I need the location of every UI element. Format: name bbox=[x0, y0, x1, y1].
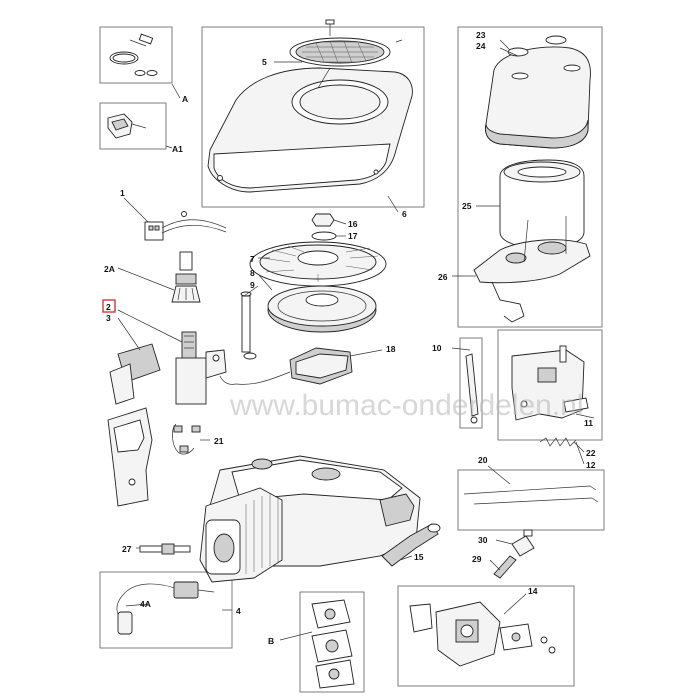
frame-20 bbox=[457, 469, 605, 531]
label-9[interactable]: 9 bbox=[250, 280, 255, 290]
part-21-wiring[interactable] bbox=[172, 423, 201, 455]
part-25-air-filter-element[interactable] bbox=[499, 159, 585, 249]
label-30[interactable]: 30 bbox=[478, 535, 488, 545]
label-2[interactable]: 2 bbox=[106, 302, 111, 312]
label-26[interactable]: 26 bbox=[438, 272, 448, 282]
part-22-spring[interactable] bbox=[539, 437, 577, 447]
part-6-blower-housing[interactable] bbox=[207, 67, 413, 193]
label-27[interactable]: 27 bbox=[122, 544, 132, 554]
part-7-fan[interactable] bbox=[249, 241, 387, 287]
label-17[interactable]: 17 bbox=[348, 231, 358, 241]
part-16-17-nut-washer[interactable] bbox=[311, 213, 337, 241]
label-16[interactable]: 16 bbox=[348, 219, 358, 229]
part-A1-clip[interactable] bbox=[107, 113, 147, 139]
part-18-ignition-coil[interactable] bbox=[219, 347, 353, 385]
part-27-spark-plug[interactable] bbox=[139, 543, 191, 555]
label-4[interactable]: 4 bbox=[236, 606, 241, 616]
label-29[interactable]: 29 bbox=[472, 554, 482, 564]
part-15-hose[interactable] bbox=[381, 523, 441, 567]
part-2A-pinion[interactable] bbox=[171, 251, 201, 303]
label-14[interactable]: 14 bbox=[528, 586, 538, 596]
part-14-carburetor[interactable] bbox=[409, 601, 556, 667]
part-5-grille[interactable] bbox=[289, 19, 403, 67]
label-23[interactable]: 23 bbox=[476, 30, 486, 40]
frame-11 bbox=[497, 329, 603, 441]
label-24[interactable]: 24 bbox=[476, 41, 486, 51]
label-20[interactable]: 20 bbox=[478, 455, 488, 465]
part-23-24-air-filter-cover[interactable] bbox=[485, 35, 591, 149]
engine-block[interactable] bbox=[199, 455, 421, 583]
label-6[interactable]: 6 bbox=[402, 209, 407, 219]
label-12[interactable]: 12 bbox=[586, 460, 596, 470]
frame-B bbox=[299, 591, 365, 693]
label-11[interactable]: 11 bbox=[584, 418, 593, 428]
part-26-air-filter-base[interactable] bbox=[473, 216, 591, 323]
part-8-flywheel[interactable] bbox=[267, 285, 377, 333]
frame-4 bbox=[99, 571, 233, 649]
frame-10 bbox=[459, 337, 483, 429]
part-A-oring-kit[interactable] bbox=[109, 33, 158, 76]
label-4A[interactable]: 4A bbox=[140, 599, 151, 609]
frame-carburetor bbox=[397, 585, 575, 687]
part-9-pin[interactable] bbox=[240, 291, 257, 360]
callout-labels: A A1 5 6 23 24 25 26 1 2A 2 3 7 8 9 16 1… bbox=[104, 30, 596, 646]
part-29-fuel-line[interactable] bbox=[493, 555, 517, 579]
label-18[interactable]: 18 bbox=[386, 344, 396, 354]
leader-lines bbox=[117, 39, 595, 641]
label-2A[interactable]: 2A bbox=[104, 264, 115, 274]
part-10-governor-lever[interactable] bbox=[465, 353, 479, 424]
label-A[interactable]: A bbox=[182, 94, 188, 104]
frame-air-filter bbox=[457, 26, 603, 328]
part-shield[interactable] bbox=[107, 407, 153, 507]
part-20-rods[interactable] bbox=[463, 485, 599, 505]
label-25[interactable]: 25 bbox=[462, 201, 472, 211]
part-4-ignition-lead[interactable] bbox=[116, 581, 215, 635]
part-30-fitting[interactable] bbox=[511, 529, 535, 557]
label-5[interactable]: 5 bbox=[262, 57, 267, 67]
label-3[interactable]: 3 bbox=[106, 313, 111, 323]
part-B-gaskets[interactable] bbox=[311, 599, 355, 689]
label-10[interactable]: 10 bbox=[432, 343, 442, 353]
watermark: www.bumac-onderdelen.nl bbox=[229, 389, 584, 422]
part-1-switch[interactable] bbox=[144, 211, 227, 241]
label-8[interactable]: 8 bbox=[250, 268, 255, 278]
highlight-box-part-2 bbox=[102, 299, 116, 313]
label-B[interactable]: B bbox=[268, 636, 274, 646]
part-11-control-bracket[interactable] bbox=[511, 345, 589, 421]
label-A1[interactable]: A1 bbox=[172, 144, 183, 154]
frame-A bbox=[99, 26, 173, 84]
frame-blower-housing bbox=[201, 26, 425, 208]
frame-A1 bbox=[99, 102, 167, 150]
label-1[interactable]: 1 bbox=[120, 188, 125, 198]
label-7[interactable]: 7 bbox=[250, 254, 255, 264]
label-15[interactable]: 15 bbox=[414, 552, 424, 562]
label-21[interactable]: 21 bbox=[214, 436, 224, 446]
part-2-3-starter-motor[interactable] bbox=[109, 331, 227, 405]
label-22[interactable]: 22 bbox=[586, 448, 596, 458]
